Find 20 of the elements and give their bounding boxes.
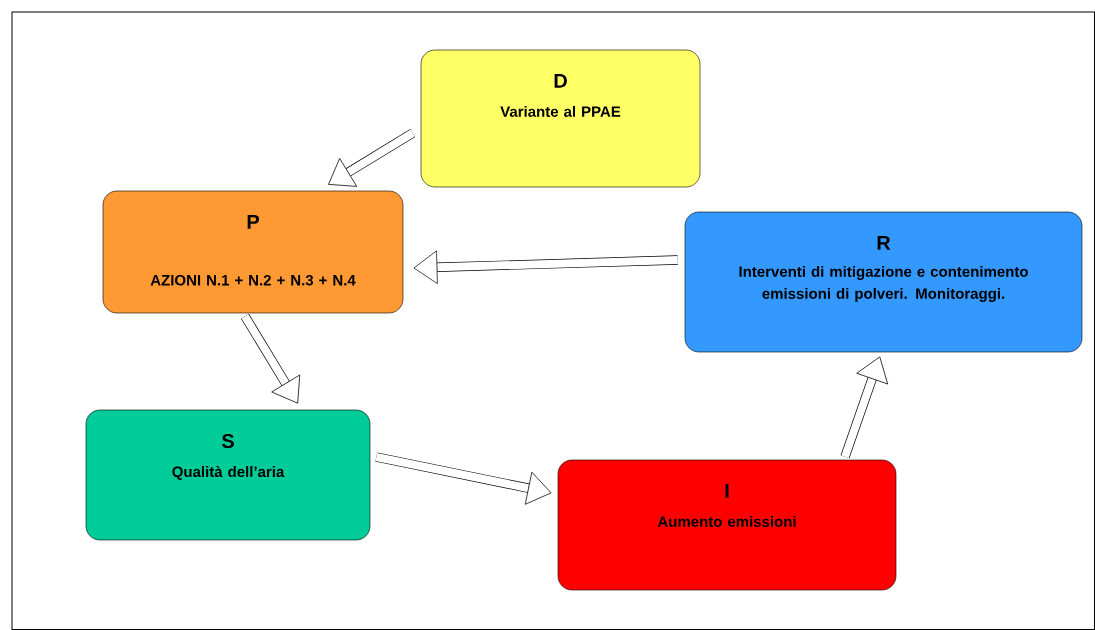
- process-box: [85, 409, 371, 541]
- box-heading: P: [247, 214, 259, 229]
- block-arrow: [328, 129, 416, 187]
- box-text: Interventi di mitigazione e contenimento emissioni di polveri. Monitoraggi.: [739, 265, 1028, 302]
- box-heading: I: [725, 483, 729, 498]
- process-box: [557, 459, 897, 591]
- block-arrow: [413, 250, 678, 285]
- block-arrow: [241, 313, 301, 404]
- process-box: [684, 211, 1083, 353]
- block-arrow: [840, 356, 889, 459]
- box-text: Aumento emissioni: [657, 515, 796, 527]
- box-heading: S: [221, 433, 234, 449]
- box-text: Variante al PPAE: [500, 105, 621, 117]
- box-text: AZIONI N.1 + N.2 + N.3 + N.4: [150, 274, 356, 286]
- box-heading: R: [877, 235, 891, 250]
- process-box: [420, 49, 701, 188]
- box-text: Qualità dell’aria: [172, 465, 285, 480]
- box-heading: D: [554, 73, 567, 88]
- process-box: [102, 190, 404, 314]
- block-arrow: [375, 452, 552, 505]
